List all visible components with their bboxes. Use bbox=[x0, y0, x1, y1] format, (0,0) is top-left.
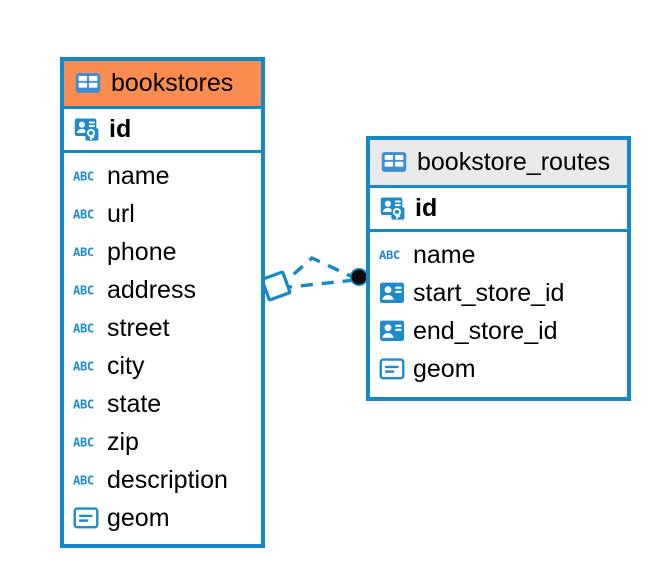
column-row[interactable]: geom bbox=[64, 499, 261, 537]
column-label: start_store_id bbox=[413, 278, 565, 307]
svg-text:ABC: ABC bbox=[379, 248, 400, 262]
column-label: geom bbox=[413, 354, 476, 383]
svg-text:ABC: ABC bbox=[73, 473, 94, 487]
svg-text:ABC: ABC bbox=[73, 321, 94, 335]
text-type-icon: ABC bbox=[73, 470, 99, 490]
relationship-line-upper bbox=[276, 255, 358, 290]
column-label: city bbox=[107, 351, 145, 380]
column-label: address bbox=[107, 275, 196, 304]
entity-table-bookstore_routes[interactable]: bookstore_routes id bbox=[366, 136, 631, 401]
text-type-icon: ABC bbox=[73, 242, 99, 262]
svg-text:ABC: ABC bbox=[73, 397, 94, 411]
column-row[interactable]: ABC zip bbox=[64, 423, 261, 461]
text-type-icon: ABC bbox=[73, 166, 99, 186]
column-label: url bbox=[107, 199, 135, 228]
column-row[interactable]: ABC street bbox=[64, 309, 261, 347]
column-label: description bbox=[107, 465, 228, 494]
column-row[interactable]: ABC name bbox=[64, 157, 261, 195]
foreign-key-icon bbox=[379, 318, 405, 344]
column-label: state bbox=[107, 389, 162, 418]
table-icon bbox=[74, 69, 102, 97]
column-label: phone bbox=[107, 237, 177, 266]
column-row[interactable]: end_store_id bbox=[370, 312, 627, 350]
column-list: ABC name start_store_id bbox=[370, 232, 627, 392]
column-row[interactable]: ABC description bbox=[64, 461, 261, 499]
column-row[interactable]: ABC address bbox=[64, 271, 261, 309]
svg-text:ABC: ABC bbox=[73, 359, 94, 373]
column-label: name bbox=[413, 240, 476, 269]
primary-key-label: id bbox=[109, 114, 132, 143]
entity-table-bookstores[interactable]: bookstores id bbox=[60, 57, 265, 548]
entity-header[interactable]: bookstores bbox=[64, 61, 261, 106]
column-label: geom bbox=[107, 503, 170, 532]
geometry-type-icon bbox=[73, 506, 99, 530]
svg-text:ABC: ABC bbox=[73, 435, 94, 449]
primary-key-icon bbox=[73, 115, 101, 143]
column-label: name bbox=[107, 161, 170, 190]
text-type-icon: ABC bbox=[73, 356, 99, 376]
svg-text:ABC: ABC bbox=[73, 169, 94, 183]
column-label: end_store_id bbox=[413, 316, 558, 345]
foreign-key-icon bbox=[379, 280, 405, 306]
column-list: ABC name ABC url ABC pho bbox=[64, 153, 261, 541]
text-type-icon: ABC bbox=[379, 245, 405, 265]
table-icon bbox=[380, 148, 408, 176]
svg-text:ABC: ABC bbox=[73, 245, 94, 259]
primary-key-icon bbox=[379, 194, 407, 222]
primary-key-row[interactable]: id bbox=[64, 106, 261, 153]
column-row[interactable]: start_store_id bbox=[370, 274, 627, 312]
geometry-type-icon bbox=[379, 357, 405, 381]
text-type-icon: ABC bbox=[73, 318, 99, 338]
text-type-icon: ABC bbox=[73, 280, 99, 300]
diamond-outline-marker bbox=[260, 270, 292, 302]
entity-title: bookstore_routes bbox=[417, 147, 611, 176]
column-label: zip bbox=[107, 427, 139, 456]
text-type-icon: ABC bbox=[73, 204, 99, 224]
column-label: street bbox=[107, 313, 170, 342]
relationship-line-lower bbox=[279, 278, 356, 290]
column-row[interactable]: ABC state bbox=[64, 385, 261, 423]
text-type-icon: ABC bbox=[73, 394, 99, 414]
text-type-icon: ABC bbox=[73, 432, 99, 452]
primary-key-label: id bbox=[415, 193, 438, 222]
primary-key-row[interactable]: id bbox=[370, 185, 627, 232]
svg-text:ABC: ABC bbox=[73, 207, 94, 221]
entity-title: bookstores bbox=[111, 68, 234, 97]
column-row[interactable]: ABC city bbox=[64, 347, 261, 385]
column-row[interactable]: geom bbox=[370, 350, 627, 388]
svg-text:ABC: ABC bbox=[73, 283, 94, 297]
entity-header[interactable]: bookstore_routes bbox=[370, 140, 627, 185]
column-row[interactable]: ABC name bbox=[370, 236, 627, 274]
column-row[interactable]: ABC url bbox=[64, 195, 261, 233]
column-row[interactable]: ABC phone bbox=[64, 233, 261, 271]
